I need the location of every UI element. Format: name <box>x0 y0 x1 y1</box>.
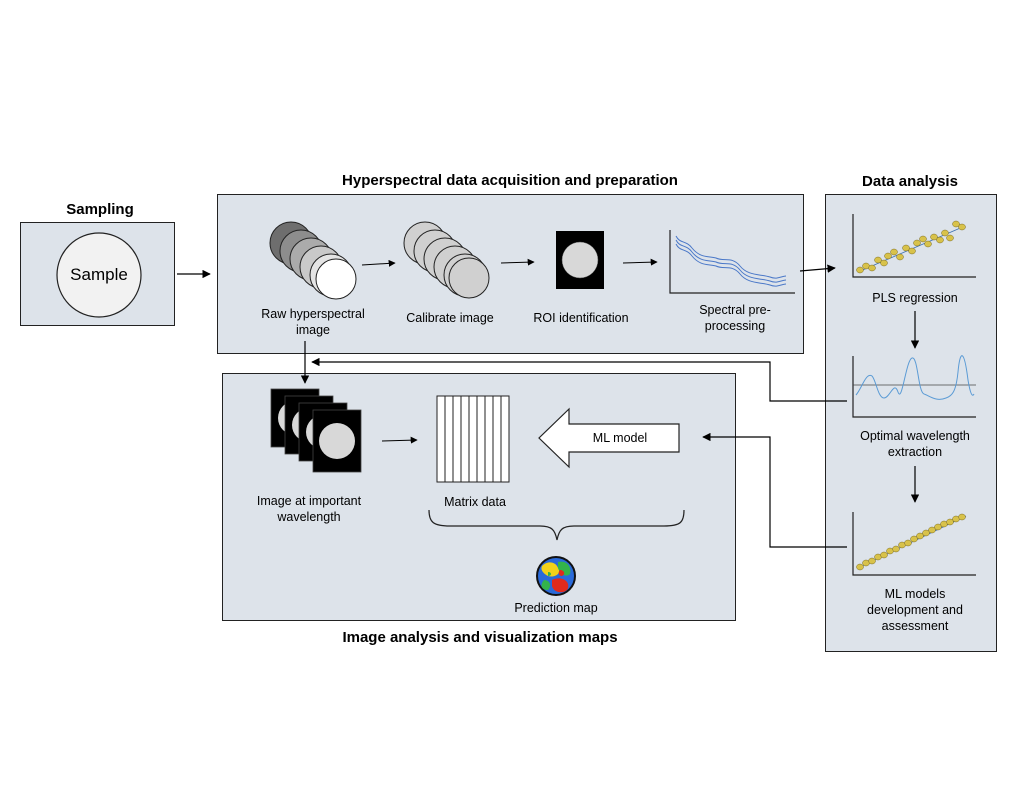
analysis-panel <box>825 194 997 652</box>
arrow-roi-to-spectral <box>622 258 658 266</box>
arrow-raw-to-calibrate <box>361 259 396 267</box>
wavelength-image-stack-icon <box>270 388 362 473</box>
roi-icon <box>556 231 604 289</box>
ml-model-label: ML model <box>592 431 648 445</box>
pls-label: PLS regression <box>872 291 958 305</box>
analysis-title: Data analysis <box>862 173 958 190</box>
calibrated-image-stack-icon <box>403 221 490 299</box>
curly-brace <box>428 509 685 541</box>
sampling-title: Sampling <box>66 201 134 218</box>
calibrate-label: Calibrate image <box>406 311 494 325</box>
optimal-wavelength-icon <box>852 355 976 418</box>
arrow-spectral-to-analysis <box>799 264 836 273</box>
prediction-map-label: Prediction map <box>514 601 598 615</box>
visualization-title: Image analysis and visualization maps <box>342 629 618 646</box>
ml-model-arrow-shape <box>538 407 680 469</box>
sample-circle <box>56 232 142 318</box>
raw-image-stack-icon <box>269 221 357 300</box>
matrix-label: Matrix data <box>444 495 506 509</box>
pls-scatter-icon <box>852 214 976 278</box>
arrow-optimal-to-image <box>311 357 847 402</box>
ml-models-label: ML models development and assessment <box>867 587 963 633</box>
roi-label: ROI identification <box>533 311 629 325</box>
image-wavelength-label: Image at important wavelength <box>256 494 362 524</box>
arrow-calibrate-to-roi <box>500 258 535 266</box>
matrix-data-icon <box>436 395 510 483</box>
sample-label: Sample <box>70 265 128 284</box>
acquisition-title: Hyperspectral data acquisition and prepa… <box>342 172 678 189</box>
arrow-image-to-matrix <box>381 436 418 444</box>
raw-image-label: Raw hyperspectral image <box>261 307 365 337</box>
prediction-map-icon <box>536 556 576 596</box>
ml-models-scatter-icon <box>852 512 976 576</box>
spectral-plot-icon <box>669 230 795 294</box>
spectral-label: Spectral pre-processing <box>699 303 771 333</box>
arrow-mlmodels-to-mlmodel <box>702 432 847 548</box>
optimal-label: Optimal wavelength extraction <box>860 429 970 459</box>
